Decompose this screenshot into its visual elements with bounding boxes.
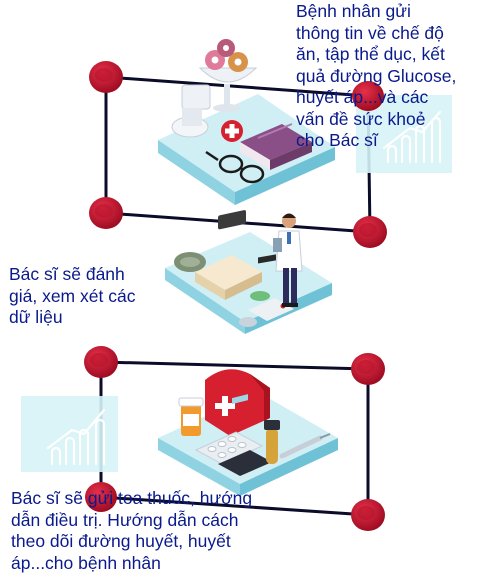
chart-panel-icon-top: [356, 95, 452, 173]
step-3-caption: Bác sĩ sẽ gửi toa thuốc, hướng dẫn điều …: [11, 488, 252, 574]
blister-pack-icon: [194, 431, 264, 465]
donut-bowl-icon: [198, 39, 258, 112]
step-3-line-1: Bác sĩ sẽ gửi toa thuốc, hướng: [11, 488, 253, 508]
step-1-line-1: Bệnh nhân gửi: [296, 1, 411, 21]
step-2-line-1: Bác sĩ sẽ đánh: [9, 264, 125, 284]
glucose-meter-icon: [218, 394, 272, 476]
step-1-line-2: thông tin về chế độ: [296, 22, 444, 43]
node-bottom-left: [85, 482, 117, 512]
medical-cross-badge-icon: [221, 120, 243, 142]
step-2-line-2: giá, xem xét các: [9, 285, 136, 306]
toilet-icon: [171, 84, 211, 138]
step-1-line-4: quả đường Glucose,: [296, 65, 457, 86]
step-3-line-3: theo dõi đường huyết, huyết: [11, 531, 231, 551]
node-top-left: [89, 61, 123, 93]
step-2-line-3: dữ liệu: [9, 307, 63, 327]
node-top-right: [352, 81, 384, 111]
platform-prescription: [158, 369, 338, 496]
doctor-figure-icon: [273, 213, 303, 307]
platform-doctor-review: [165, 210, 332, 334]
step-1-line-3: ăn, tập thể dục, kết: [296, 44, 445, 64]
blood-pressure-monitor-icon: [174, 210, 262, 300]
step-1-line-5: huyết áp...và các: [296, 87, 429, 107]
book-icon: [240, 123, 312, 170]
node-lower-right: [351, 353, 385, 385]
step-1-line-7: cho Bác sĩ: [296, 130, 378, 150]
test-tube-icon: [264, 420, 280, 464]
node-middle-left: [89, 197, 123, 229]
node-middle-right: [353, 216, 387, 248]
step-2-caption: Bác sĩ sẽ đánh giá, xem xét các dữ liệu: [9, 264, 135, 329]
node-bottom-right: [351, 499, 385, 531]
pill-bottle-icon: [178, 397, 204, 436]
connector-nodes: [84, 61, 387, 531]
syringe-icon: [279, 433, 331, 459]
step-3-line-4: áp...cho bệnh nhân: [11, 552, 161, 573]
step-3-line-2: dẫn điều trị. Hướng dẫn cách: [11, 509, 239, 530]
platform-patient-data: [158, 39, 335, 205]
step-1-line-6: vấn đề sức khoẻ: [296, 108, 426, 129]
node-lower-left: [84, 346, 118, 378]
step-1-caption: Bệnh nhân gửi thông tin về chế độ ăn, tậ…: [296, 1, 456, 152]
chart-panel-icon-bottom: [21, 396, 118, 472]
glasses-icon: [205, 150, 265, 184]
